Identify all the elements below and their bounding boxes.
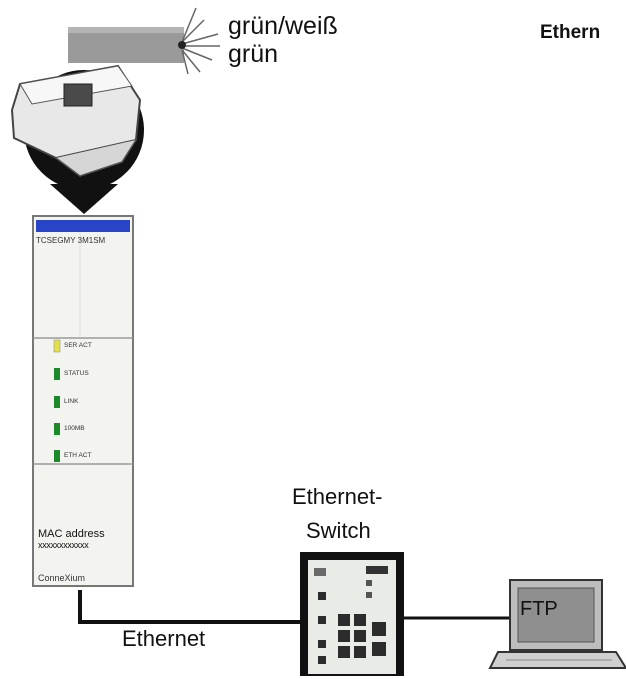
led-label-link: LINK [64, 398, 79, 405]
led-eth-act [54, 450, 60, 462]
wire-label-green-white: grün/weiß [228, 12, 338, 40]
led-status [54, 368, 60, 380]
laptop-icon [488, 579, 626, 669]
switch-label-line1: Ethernet- [292, 484, 383, 509]
module-name: TCSEGMY 3M1SM [36, 236, 106, 245]
mac-address-label: MAC address [38, 528, 105, 540]
ftp-label: FTP [520, 598, 558, 620]
led-label-ser-act: SER ACT [64, 342, 92, 349]
ethernet-cable-line [78, 590, 300, 624]
led-label-100mb: 100MB [64, 425, 85, 432]
led-link [54, 396, 60, 408]
mac-address-value: xxxxxxxxxxxx [38, 540, 89, 550]
wire-label-green: grün [228, 40, 279, 68]
wire-cable-icon [68, 7, 220, 75]
module-leds [53, 339, 61, 462]
ethernet-switch [300, 552, 404, 676]
ethernet-title: Ethern [540, 22, 601, 43]
led-label-eth-act: ETH ACT [64, 452, 92, 459]
ethernet-cable-label: Ethernet [122, 626, 206, 651]
ethernet-module [32, 215, 134, 587]
led-label-status: STATUS [64, 370, 89, 377]
module-brand: ConneXium [38, 573, 86, 583]
switch-label-line2: Switch [306, 518, 371, 543]
led-100mb [54, 423, 60, 435]
led-ser-act [53, 339, 61, 353]
connector-plug-icon [10, 64, 144, 214]
